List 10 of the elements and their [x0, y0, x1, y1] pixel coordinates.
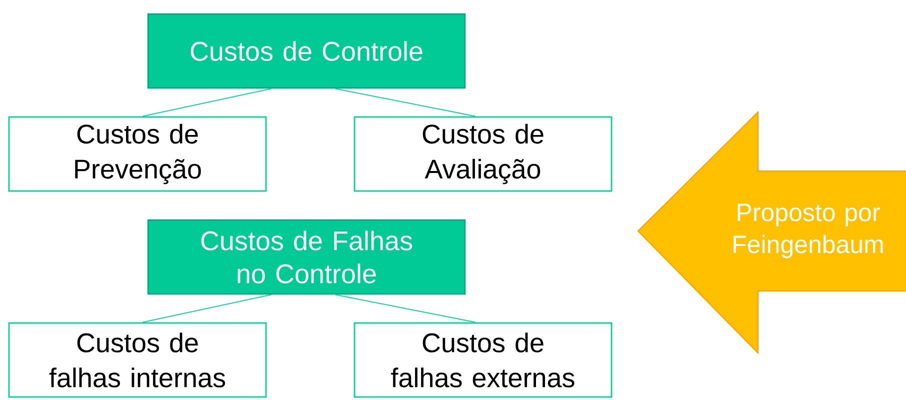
connector-line: [334, 294, 476, 323]
cost-box: Custos de Prevenção: [8, 116, 267, 192]
category-box: Custos de Falhas no Controle: [147, 219, 466, 295]
cost-box: Custos de falhas externas: [354, 322, 612, 398]
connector-line: [142, 88, 272, 117]
cost-box: Custos de Avaliação: [354, 116, 612, 192]
connector-line: [142, 294, 272, 323]
cost-box: Custos de falhas internas: [8, 322, 267, 398]
connector-line: [334, 88, 476, 117]
category-box: Custos de Controle: [147, 13, 466, 89]
